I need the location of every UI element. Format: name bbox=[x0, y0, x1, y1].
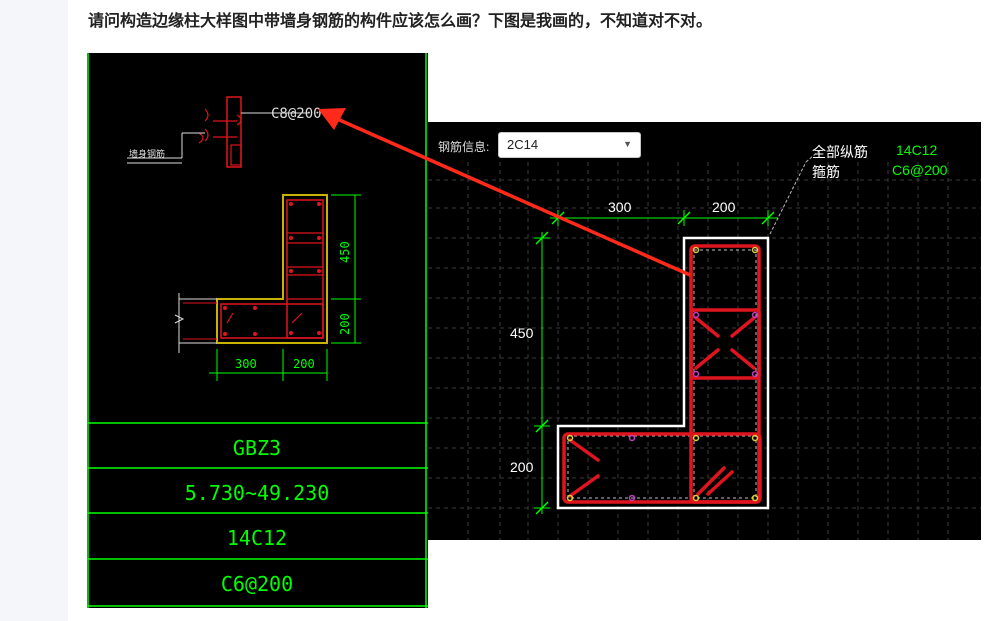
cad-detail-drawing: C8@200 墙身钢筋 bbox=[87, 53, 428, 608]
table-cell-column-id: GBZ3 bbox=[232, 435, 282, 460]
legend-stirrup-label: 箍筋 bbox=[812, 164, 840, 180]
legend-stirrup-value: C6@200 bbox=[892, 162, 948, 178]
left-dim-300: 300 bbox=[235, 357, 257, 371]
left-dim-450: 450 bbox=[338, 241, 352, 263]
rebar-editor-panel: 300 200 450 200 钢筋信息: 2C14 ▼ 全部纵筋 14C12 … bbox=[428, 122, 981, 540]
legend-longitudinal-label: 全部纵筋 bbox=[812, 144, 868, 160]
rebar-editor-canvas: 300 200 450 200 bbox=[428, 149, 981, 540]
right-dim-200-top: 200 bbox=[712, 199, 736, 215]
left-dim-200-right: 200 bbox=[338, 313, 352, 335]
table-cell-stirrup: C6@200 bbox=[220, 571, 294, 596]
rebar-info-select[interactable]: 2C14 ▼ bbox=[498, 132, 641, 158]
wall-rebar-label: 墙身钢筋 bbox=[129, 148, 165, 160]
right-dim-450: 450 bbox=[510, 325, 534, 341]
legend-longitudinal-value: 14C12 bbox=[896, 142, 938, 158]
page-left-gutter bbox=[0, 0, 68, 621]
rebar-info-selected-value: 2C14 bbox=[507, 137, 539, 152]
top-callout-text: C8@200 bbox=[271, 106, 322, 122]
right-dim-200-left: 200 bbox=[510, 459, 534, 475]
question-text: 请问构造边缘柱大样图中带墙身钢筋的构件应该怎么画？下图是我画的，不知道对不对。 bbox=[88, 11, 713, 30]
chevron-down-icon: ▼ bbox=[623, 139, 632, 149]
table-cell-longitudinal-rebar: 14C12 bbox=[226, 525, 288, 550]
left-dim-200-bottom: 200 bbox=[293, 357, 315, 371]
rebar-info-label: 钢筋信息: bbox=[438, 140, 490, 154]
right-dim-300: 300 bbox=[608, 199, 632, 215]
table-cell-elevation: 5.730~49.230 bbox=[184, 480, 330, 505]
